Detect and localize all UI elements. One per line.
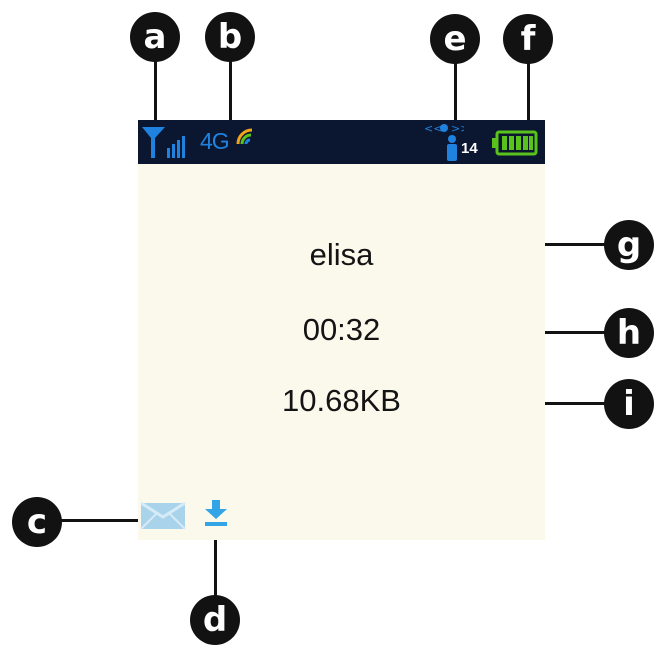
callout-f: f	[503, 14, 553, 64]
callout-a: a	[130, 12, 180, 62]
device-screen: 4G << >> 14 elisa 00:32 10.68K	[138, 120, 545, 540]
connected-users-count: 14	[461, 140, 478, 157]
svg-text:<<: <<	[424, 122, 442, 135]
leader-e	[454, 62, 457, 120]
battery-full-icon	[492, 130, 538, 156]
leader-g	[545, 243, 607, 246]
signal-strength-icon	[142, 127, 185, 158]
leader-c	[60, 519, 140, 522]
callout-b: b	[205, 12, 255, 62]
callout-c: c	[12, 497, 62, 547]
data-usage: 10.68KB	[282, 383, 401, 418]
callout-i: i	[604, 379, 654, 429]
leader-d	[214, 534, 217, 598]
leader-h	[545, 331, 607, 334]
data-activity-icon	[236, 128, 253, 145]
leader-a	[154, 60, 157, 120]
leader-i	[545, 402, 607, 405]
connection-duration: 00:32	[302, 312, 381, 347]
callout-h: h	[604, 308, 654, 358]
callout-d: d	[190, 595, 240, 645]
connected-users-icon	[447, 135, 457, 161]
network-type-label: 4G	[200, 128, 230, 154]
svg-text:>>: >>	[451, 122, 464, 135]
data-roaming-icon: << >>	[424, 122, 464, 135]
network-operator-name: elisa	[309, 237, 374, 272]
leader-b	[229, 60, 232, 120]
callout-e: e	[430, 14, 480, 64]
status-bar: 4G << >> 14	[138, 120, 545, 164]
callout-g: g	[604, 220, 654, 270]
download-arrow-icon	[205, 500, 227, 526]
sms-envelope-icon	[140, 502, 186, 530]
leader-f	[527, 62, 530, 120]
